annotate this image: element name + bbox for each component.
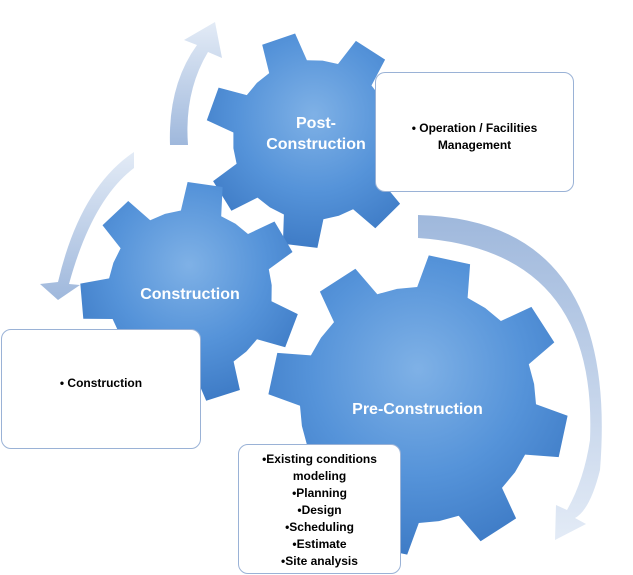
pre-construction-list-item: •Site analysis: [281, 554, 358, 568]
construction-label: Construction: [140, 286, 240, 303]
post-construction-label-line2: Construction: [266, 136, 366, 153]
cycle-arrow-right: [418, 215, 602, 540]
pre-construction-list-item: •Design: [297, 503, 342, 517]
pre-construction-list-item: •Planning: [292, 486, 347, 500]
post-construction-list-item: Management: [437, 138, 512, 152]
pre-construction-label: Pre-Construction: [352, 401, 483, 418]
pre-construction-list-item: •Scheduling: [285, 520, 354, 534]
pre-construction-list: •Existing conditions modeling •Planning •De…: [239, 451, 400, 570]
pre-construction-list-item: •Existing conditions: [262, 452, 377, 466]
construction-list: • Construction: [2, 375, 200, 392]
post-construction-label: Post- Construction: [248, 113, 384, 155]
construction-list-item: • Construction: [59, 376, 143, 390]
cycle-arrow-left: [40, 152, 134, 300]
pre-construction-box: •Existing conditions modeling •Planning •De…: [238, 444, 401, 574]
post-construction-list-item: • Operation / Facilities: [411, 121, 538, 135]
post-construction-gear: [206, 33, 421, 248]
gear-post-shape: [206, 33, 421, 248]
pre-construction-list-item: modeling: [292, 469, 347, 483]
pre-construction-list-item: •Estimate: [292, 537, 347, 551]
post-construction-label-line1: Post-: [296, 115, 336, 132]
cycle-arrow-up: [169, 22, 222, 145]
construction-box: • Construction: [1, 329, 201, 449]
